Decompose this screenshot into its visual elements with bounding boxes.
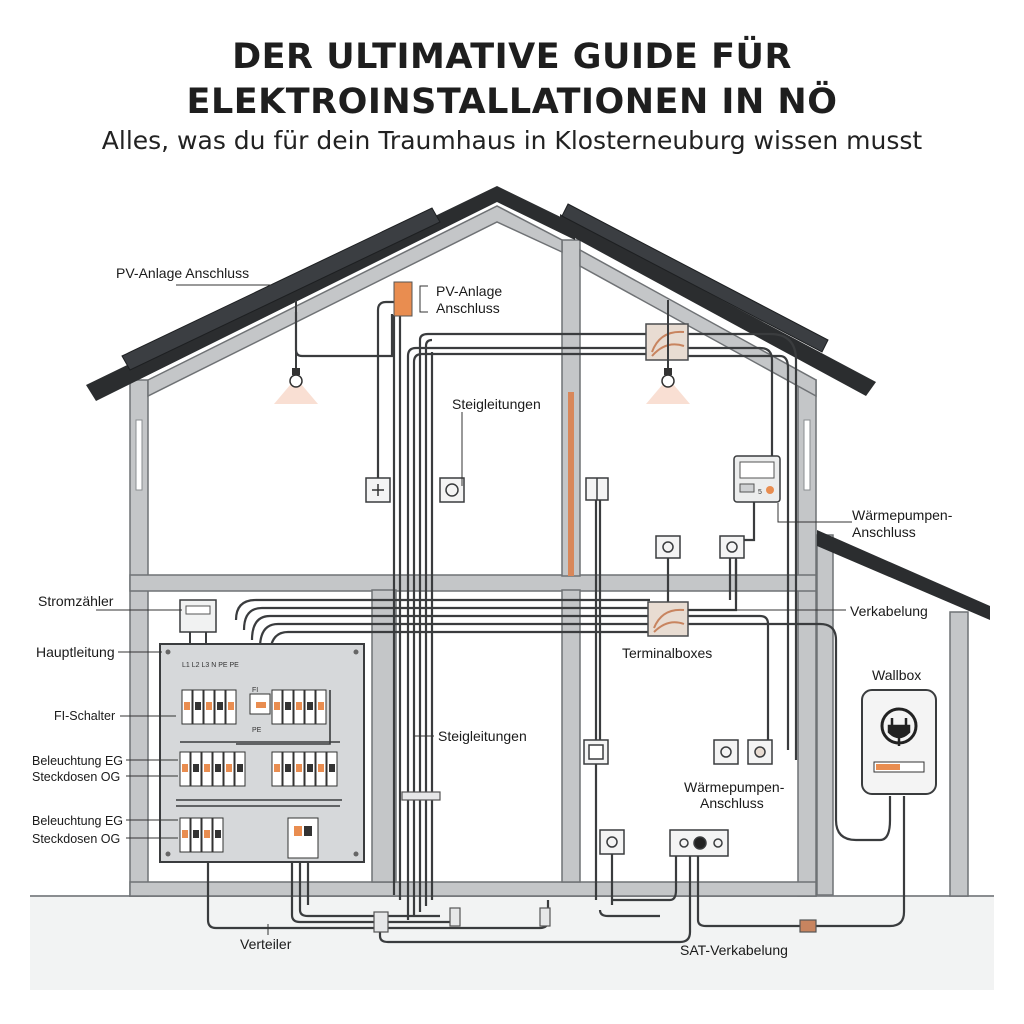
label-terminalboxes: Terminalboxes	[622, 645, 712, 661]
breaker-toggle	[329, 764, 335, 772]
pv-junction-box	[393, 281, 413, 317]
switch-attic-left	[365, 477, 391, 503]
label-wallbox: Wallbox	[872, 667, 921, 683]
subtitle: Alles, was du für dein Traumhaus in Klos…	[101, 126, 923, 155]
label-steckdosen-og-2: Steckdosen OG	[32, 832, 120, 846]
window-left	[135, 419, 143, 491]
title-line-2: ELEKTROINSTALLATIONEN IN NÖ	[186, 82, 838, 122]
label-waermepumpe-top-2: Anschluss	[852, 524, 916, 540]
label-steckdosen-og-1: Steckdosen OG	[32, 770, 120, 784]
label-fi-schalter: FI-Schalter	[54, 709, 115, 723]
breaker-toggle	[285, 702, 291, 710]
terminal-box-lower	[647, 601, 689, 637]
breaker-toggle	[217, 702, 223, 710]
breaker-toggle	[193, 764, 199, 772]
switch-eg-center	[583, 739, 609, 765]
breaker-toggle	[285, 764, 291, 772]
window-right	[803, 419, 811, 491]
breaker-toggle	[307, 764, 313, 772]
breaker-toggle	[204, 764, 210, 772]
breaker-toggle	[226, 764, 232, 772]
label-pv-center-1: PV-Anlage	[436, 283, 502, 299]
panel-wiring	[176, 690, 342, 807]
label-steigleitungen-top: Steigleitungen	[452, 396, 541, 412]
switch-attic-right	[585, 477, 609, 501]
lamp-left	[274, 300, 318, 404]
breaker-toggle	[193, 830, 199, 838]
label-stromzaehler: Stromzähler	[38, 593, 114, 609]
fi-label: FI	[252, 687, 258, 694]
house-walls	[129, 205, 817, 897]
label-sat-verkabelung: SAT-Verkabelung	[680, 942, 788, 958]
label-verkabelung: Verkabelung	[850, 603, 928, 619]
breaker-toggle	[307, 702, 313, 710]
copper-riser	[568, 392, 574, 576]
breaker-toggle	[318, 764, 324, 772]
sat-outlet	[669, 829, 729, 857]
socket-eg-right-2	[747, 739, 773, 765]
pe-label: PE	[252, 727, 262, 734]
socket-attic-center	[439, 477, 465, 503]
breaker-toggle	[204, 830, 210, 838]
socket-og-1	[655, 535, 681, 559]
label-waermepumpe-bottom-2: Anschluss	[700, 795, 764, 811]
breaker-toggle	[228, 702, 234, 710]
lamp-right	[646, 300, 690, 404]
thermostat-value: 5	[758, 489, 762, 496]
breaker-toggle	[318, 702, 324, 710]
roof	[86, 186, 876, 401]
breaker-toggle	[215, 830, 221, 838]
socket-og-2	[719, 535, 745, 559]
breaker-toggle	[182, 830, 188, 838]
leader-lines	[96, 284, 852, 935]
breaker-toggle	[215, 764, 221, 772]
breaker-toggle	[237, 764, 243, 772]
socket-eg-right-1	[713, 739, 739, 765]
label-pv-center-2: Anschluss	[436, 300, 500, 316]
label-hauptleitung: Hauptleitung	[36, 644, 115, 660]
label-beleuchtung-eg-2: Beleuchtung EG	[32, 814, 123, 828]
title-line-1: DER ULTIMATIVE GUIDE FÜR	[232, 37, 792, 77]
breaker-toggle	[274, 764, 280, 772]
heatpump-controller: 5	[733, 455, 781, 503]
label-beleuchtung-eg-1: Beleuchtung EG	[32, 754, 123, 768]
socket-eg-bottom	[599, 829, 625, 855]
label-steigleitungen-mid: Steigleitungen	[438, 728, 527, 744]
label-waermepumpe-bottom-1: Wärmepumpen-	[684, 779, 785, 795]
wallbox	[861, 689, 937, 795]
label-verteiler: Verteiler	[240, 936, 292, 952]
breaker-toggle	[182, 764, 188, 772]
distribution-panel: L1 L2 L3 N PE PE FI PE	[159, 643, 365, 863]
breaker-toggle	[274, 702, 280, 710]
breaker-toggle	[296, 764, 302, 772]
breaker-toggle	[296, 702, 302, 710]
breaker-toggle	[195, 702, 201, 710]
cable-clips	[373, 791, 817, 933]
breaker-toggle	[206, 702, 212, 710]
bus-labels: L1 L2 L3 N PE PE	[182, 662, 239, 669]
label-waermepumpe-top-1: Wärmepumpen-	[852, 507, 953, 523]
breaker-toggle	[184, 702, 190, 710]
label-pv-left: PV-Anlage Anschluss	[116, 265, 249, 281]
electricity-meter	[179, 599, 217, 644]
